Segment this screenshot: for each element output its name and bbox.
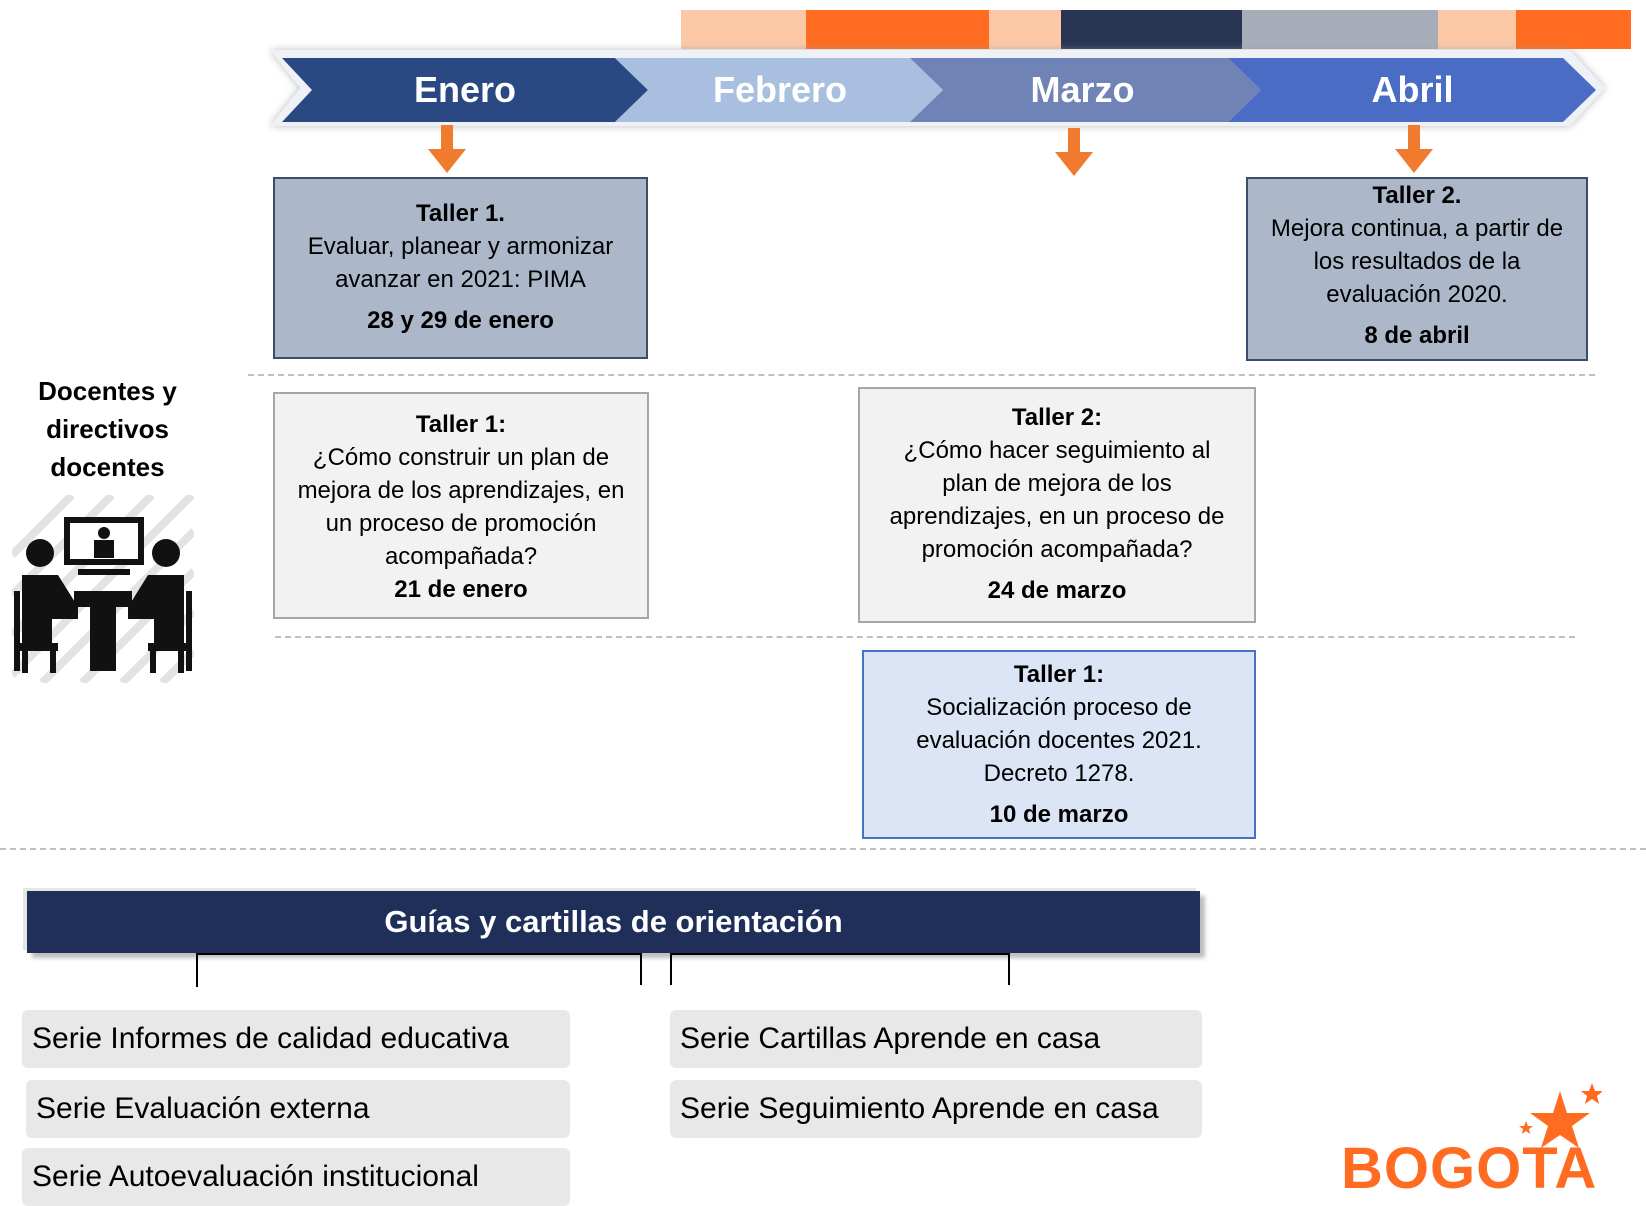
workshop-marzo-low: Taller 1: Socialización proceso de evalu… xyxy=(862,650,1256,839)
workshop-title: Taller 2: xyxy=(1011,404,1103,431)
workshop-text: Evaluar, planear y armonizar avanzar en … xyxy=(307,233,614,293)
workshop-date: 8 de abril xyxy=(1364,322,1470,349)
audience-label: Docentes y directivos docentes xyxy=(38,376,177,482)
color-bar-6 xyxy=(1438,10,1516,49)
color-bar-4 xyxy=(1061,10,1242,49)
separator xyxy=(275,636,1575,638)
workshop-enero-mid: Taller 1: ¿Cómo construir un plan de mej… xyxy=(273,392,649,619)
month-enero: Enero xyxy=(413,69,517,110)
workshop-text: Mejora continua, a partir de los resulta… xyxy=(1270,215,1564,308)
workshop-text: Socialización proceso de evaluación doce… xyxy=(916,694,1202,787)
guide-item: Serie Evaluación externa xyxy=(26,1080,570,1138)
color-bar-1 xyxy=(681,10,806,49)
guides-header: Guías y cartillas de orientación xyxy=(27,891,1200,953)
arrow-down-icon xyxy=(1055,128,1093,176)
month-febrero: Febrero xyxy=(712,69,848,110)
color-bar-7 xyxy=(1516,10,1631,49)
workshop-abril-top: Taller 2. Mejora continua, a partir de l… xyxy=(1246,177,1588,361)
separator xyxy=(248,374,1595,376)
timeline xyxy=(270,50,1605,126)
workshop-date: 28 y 29 de enero xyxy=(367,307,554,334)
workshop-title: Taller 1: xyxy=(1013,661,1105,688)
guide-item: Serie Autoevaluación institucional xyxy=(22,1148,570,1206)
workshop-marzo-mid: Taller 2: ¿Cómo hacer seguimiento al pla… xyxy=(858,387,1256,623)
guide-item: Serie Informes de calidad educativa xyxy=(22,1010,570,1068)
workshop-date: 24 de marzo xyxy=(987,577,1127,604)
color-bar-3 xyxy=(989,10,1061,49)
workshop-title: Taller 1. xyxy=(416,200,505,227)
month-marzo: Marzo xyxy=(1030,69,1135,110)
workshop-text: ¿Cómo construir un plan de mejora de los… xyxy=(297,444,625,570)
chevron-enero xyxy=(282,58,648,122)
workshop-date: 21 de enero xyxy=(394,576,528,603)
connector-right xyxy=(670,953,1010,985)
guide-item: Serie Seguimiento Aprende en casa xyxy=(670,1080,1202,1138)
workshop-title: Taller 1: xyxy=(415,411,507,438)
meeting-icon xyxy=(12,495,194,683)
chevron-febrero xyxy=(615,58,943,122)
chevron-marzo xyxy=(910,58,1261,122)
guide-item: Serie Cartillas Aprende en casa xyxy=(670,1010,1202,1068)
logo: BOGOTA xyxy=(1341,1136,1598,1201)
connector-left-tail xyxy=(640,953,642,985)
arrow-down-icon xyxy=(428,125,466,173)
arrow-down-icon xyxy=(1395,125,1433,173)
color-bar-2 xyxy=(806,10,989,49)
workshop-date: 10 de marzo xyxy=(989,801,1129,828)
month-abril: Abril xyxy=(1371,69,1454,110)
workshop-title: Taller 2. xyxy=(1372,182,1462,209)
chevron-abril xyxy=(1228,58,1596,122)
workshop-text: ¿Cómo hacer seguimiento al plan de mejor… xyxy=(889,437,1225,563)
separator xyxy=(0,848,1646,850)
color-bar-5 xyxy=(1242,10,1438,49)
star-icon xyxy=(1519,1083,1602,1148)
workshop-enero-top: Taller 1. Evaluar, planear y armonizar a… xyxy=(273,177,648,359)
connector-left xyxy=(196,953,642,987)
